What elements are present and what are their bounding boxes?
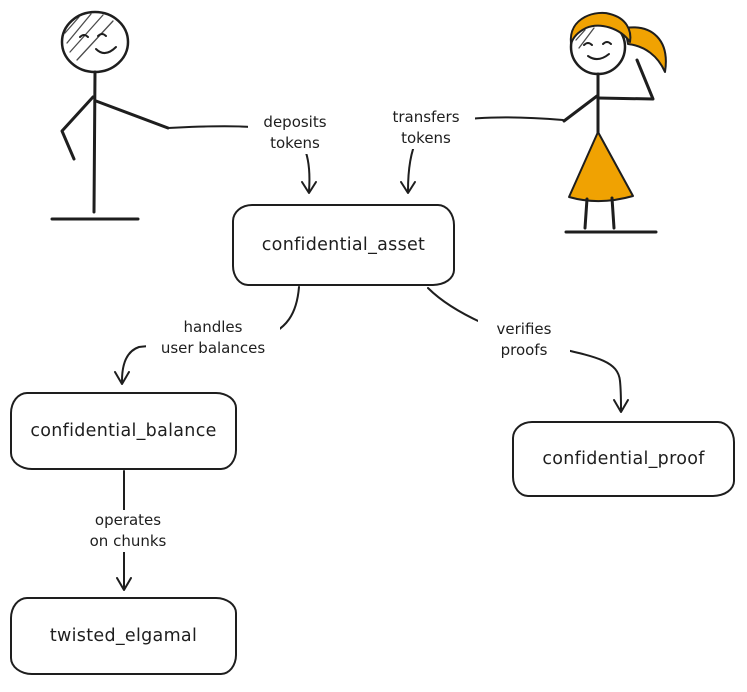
- woman-ponytail-icon: [624, 26, 667, 73]
- node-twisted-elgamal[interactable]: twisted_elgamal: [10, 597, 237, 675]
- node-confidential-balance[interactable]: confidential_balance: [10, 392, 237, 470]
- man-smile-icon: [95, 46, 117, 54]
- arrow-operates-arrowhead-icon: [116, 577, 132, 591]
- man-head-icon: [60, 10, 130, 74]
- man-head-hatching: [64, 13, 114, 61]
- man-right-arm: [94, 99, 170, 130]
- arrow-verifies: [427, 287, 622, 410]
- node-twisted-elgamal-label: twisted_elgamal: [49, 626, 198, 646]
- woman-smile-icon: [587, 53, 610, 60]
- arrow-handles-arrowhead-icon: [114, 371, 130, 385]
- edge-label-verifies-proofs: verifies proofs: [478, 319, 570, 361]
- woman-head-hatching: [575, 27, 595, 49]
- woman-dress-icon: [568, 131, 634, 203]
- woman-eyes-icon: [583, 41, 612, 46]
- woman-left-arm: [562, 94, 599, 123]
- woman-right-arm: [596, 58, 655, 101]
- arrow-deposits-arrowhead-icon: [301, 181, 317, 194]
- node-confidential-asset[interactable]: confidential_asset: [232, 204, 455, 286]
- man-eyes-icon: [79, 33, 107, 38]
- node-confidential-asset-label: confidential_asset: [261, 235, 426, 255]
- female-stick-figure[interactable]: [562, 11, 667, 234]
- man-body: [92, 70, 97, 214]
- woman-legs: [583, 196, 616, 230]
- woman-hair-icon: [569, 11, 632, 45]
- edge-label-handles-user-balances: handles user balances: [146, 317, 280, 359]
- edge-label-transfers-tokens: transfers tokens: [377, 107, 475, 149]
- node-confidential-balance-label: confidential_balance: [30, 421, 217, 441]
- edge-label-operates-on-chunks: operates on chunks: [78, 510, 178, 552]
- arrow-transfers-arrowhead-icon: [400, 181, 416, 194]
- node-confidential-proof[interactable]: confidential_proof: [512, 421, 735, 497]
- arrow-verifies-arrowhead-icon: [613, 399, 629, 413]
- male-stick-figure[interactable]: [50, 10, 170, 221]
- node-confidential-proof-label: confidential_proof: [542, 449, 705, 469]
- man-left-arm: [60, 95, 95, 161]
- edge-label-deposits-tokens: deposits tokens: [248, 112, 342, 154]
